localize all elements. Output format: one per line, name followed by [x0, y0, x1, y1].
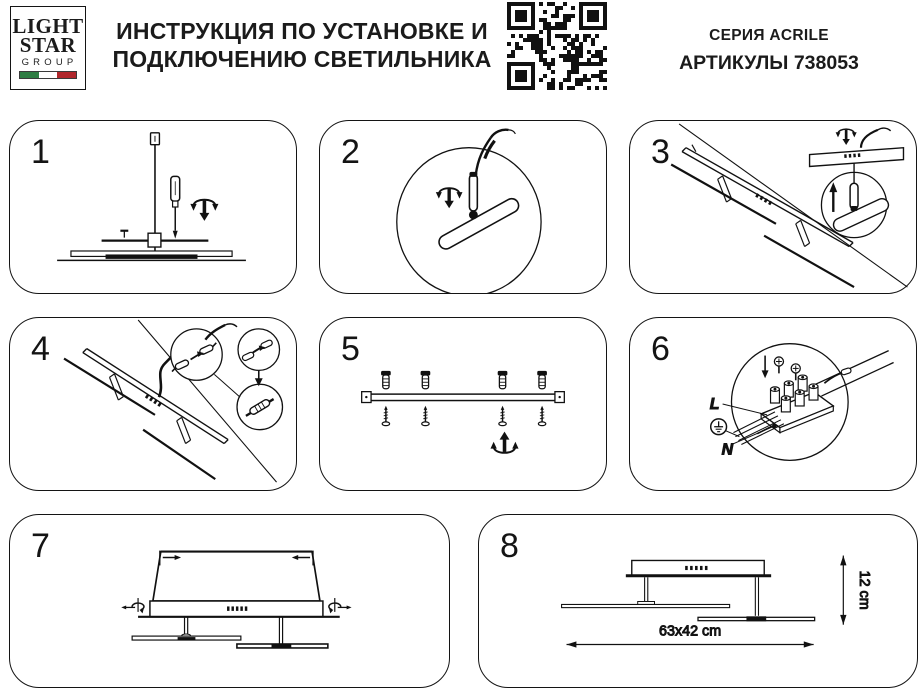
step-number-7: 7 — [31, 527, 50, 565]
screw-icon — [381, 405, 391, 427]
step-number-4: 4 — [31, 330, 50, 368]
screwdriver-icon — [170, 175, 181, 239]
bar-holes — [755, 193, 773, 206]
swivel-arrow-icon — [328, 597, 353, 615]
step-number-6: 6 — [651, 330, 670, 368]
series-label: СЕРИЯ ACRILE — [709, 27, 829, 44]
bar-holes — [227, 606, 248, 611]
logo-word-group: GROUP — [21, 57, 78, 69]
screw-icon — [420, 405, 430, 427]
step-panel-1: 1 — [9, 120, 297, 294]
article-label: АРТИКУЛЫ 738053 — [679, 52, 859, 74]
wall-anchor-icon — [420, 370, 431, 390]
detail-circle — [170, 328, 223, 381]
step5-illustration — [361, 370, 565, 455]
bar-holes — [685, 565, 708, 571]
swivel-arrow-icon — [120, 597, 145, 615]
product-info: СЕРИЯ ACRILE АРТИКУЛЫ 738053 — [620, 27, 918, 75]
step-panel-5: 5 — [319, 317, 607, 491]
rotate-up-icon — [488, 429, 521, 455]
title-line-2: ПОДКЛЮЧЕНИЮ СВЕТИЛЬНИКА — [112, 46, 492, 73]
italy-flag-icon — [19, 71, 77, 80]
page-title: ИНСТРУКЦИЯ ПО УСТАНОВКЕ И ПОДКЛЮЧЕНИЮ СВ… — [98, 17, 506, 73]
mounting-bar — [808, 146, 905, 168]
terminal-block — [759, 374, 835, 434]
ground-icon — [709, 418, 728, 436]
power-cable — [474, 137, 492, 175]
rotate-down-icon — [834, 127, 859, 147]
bar-holes — [144, 394, 162, 407]
label-neutral: N — [722, 441, 734, 458]
step-number-8: 8 — [500, 527, 519, 565]
rotate-down-icon — [434, 186, 465, 210]
step-panel-8: 8 63x42 cm — [478, 514, 918, 688]
step-panel-6: 6 — [629, 317, 917, 491]
step4-illustration — [63, 319, 284, 483]
rotate-down-icon — [188, 197, 221, 223]
mounting-bar — [365, 393, 561, 402]
width-dimension: 63x42 cm — [566, 623, 814, 648]
step8-illustration: 63x42 cm 12 cm — [561, 555, 873, 648]
title-line-1: ИНСТРУКЦИЯ ПО УСТАНОВКЕ И — [116, 18, 488, 44]
terminal-screw-icon — [790, 363, 801, 381]
arrow-down-icon — [761, 355, 769, 379]
wall-anchor-icon — [380, 370, 391, 390]
step-number-2: 2 — [341, 133, 360, 171]
step3-illustration — [670, 123, 908, 289]
arrow-right-icon — [162, 555, 182, 560]
arrow-left-icon — [291, 555, 311, 560]
height-dim-label: 12 cm — [856, 571, 872, 610]
terminal-screw-icon — [773, 356, 785, 374]
canopy-cover — [631, 559, 765, 576]
power-cable — [859, 128, 879, 148]
screw-icon — [537, 405, 547, 427]
height-dimension: 12 cm — [840, 555, 873, 625]
screw-icon — [498, 405, 508, 427]
bar-holes — [844, 153, 861, 158]
step-panel-4: 4 — [9, 317, 297, 491]
wall-anchor-icon — [497, 370, 508, 390]
qr-code — [507, 2, 607, 90]
step-number-1: 1 — [31, 133, 50, 171]
logo-word-star: STAR — [19, 32, 77, 57]
wall-anchor-icon — [537, 370, 548, 390]
wires — [733, 411, 785, 446]
step2-illustration — [396, 128, 542, 293]
step-panel-2: 2 — [319, 120, 607, 294]
arrow-up-icon — [829, 182, 838, 212]
step-panel-7: 7 — [9, 514, 450, 688]
step1-illustration — [57, 132, 246, 262]
logo-word-light: LIGHT — [12, 13, 84, 38]
step-number-3: 3 — [651, 133, 670, 171]
lightstar-logo: LIGHT STAR GROUP — [10, 6, 86, 90]
step-number-5: 5 — [341, 330, 360, 368]
arrow-down-icon — [254, 370, 263, 387]
screw-icon — [120, 229, 129, 238]
step6-illustration: L N — [709, 343, 894, 461]
step-panel-3: 3 — [629, 120, 917, 294]
label-line: L — [710, 396, 720, 413]
canopy-cover — [151, 550, 321, 602]
width-dim-label: 63x42 cm — [659, 624, 721, 640]
step7-illustration — [120, 550, 353, 649]
